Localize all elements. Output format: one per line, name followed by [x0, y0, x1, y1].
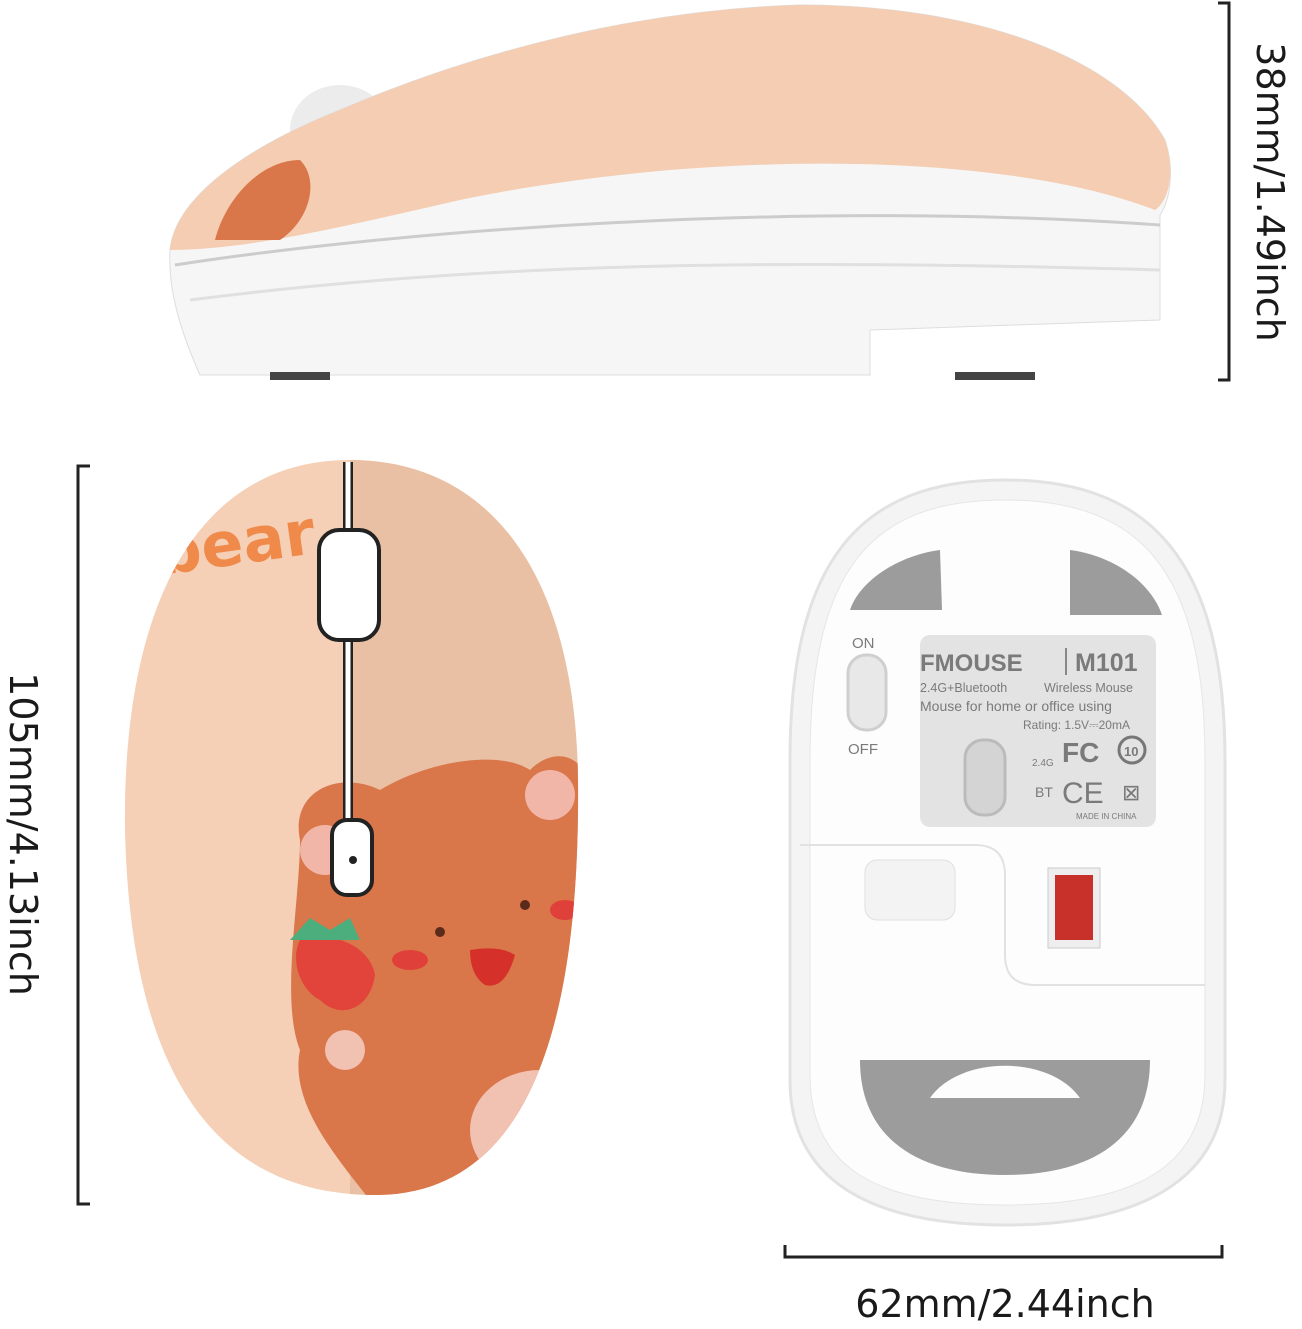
bear-print-side	[215, 160, 311, 240]
length-dimension-line	[76, 464, 90, 1206]
label-line1-left: 2.4G+Bluetooth	[920, 681, 1007, 695]
mouse-side-view	[169, 4, 1171, 380]
mode-24g-label: 2.4G	[1032, 758, 1054, 769]
power-switch	[846, 653, 888, 732]
peach-shell	[170, 5, 1171, 250]
rating-text: Rating: 1.5V⎓20mA	[1023, 718, 1130, 732]
model-text: M101	[1075, 649, 1138, 677]
brand-text: FMOUSE	[920, 650, 1023, 677]
scroll-wheel	[317, 528, 381, 642]
usb-receiver-slot	[864, 859, 956, 921]
glide-pad	[850, 550, 942, 610]
mode-bt-label: BT	[1035, 784, 1053, 800]
switch-off-label: OFF	[848, 741, 878, 758]
eco-mark: 10	[1124, 744, 1138, 759]
switch-on-label: ON	[852, 635, 875, 652]
height-dimension-label: 38mm/1.49inch	[1248, 42, 1292, 342]
glide-pad	[860, 1060, 1150, 1175]
width-dimension-line	[783, 1245, 1224, 1259]
label-line2: Mouse for home or office using	[920, 698, 1112, 714]
made-in-text: MADE IN CHINA	[1076, 812, 1137, 821]
optical-sensor	[1055, 875, 1093, 940]
length-dimension-label: 105mm/4.13inch	[1, 672, 45, 996]
label-line1-right: Wireless Mouse	[1044, 681, 1133, 695]
mouse-top-view: bear	[124, 460, 579, 1195]
glide-pad	[1070, 550, 1162, 615]
width-dimension-label: 62mm/2.44inch	[855, 1282, 1155, 1326]
strawberry	[296, 936, 375, 1011]
mouse-bottom-view: ON OFF FMOUSE M101 2.4G+Bluetooth Wirele…	[788, 478, 1227, 1227]
height-dimension-line	[1218, 1, 1231, 382]
ce-mark: CE	[1062, 777, 1104, 810]
weee-icon: ⊠	[1122, 780, 1140, 805]
fc-mark: FC	[1062, 737, 1099, 768]
